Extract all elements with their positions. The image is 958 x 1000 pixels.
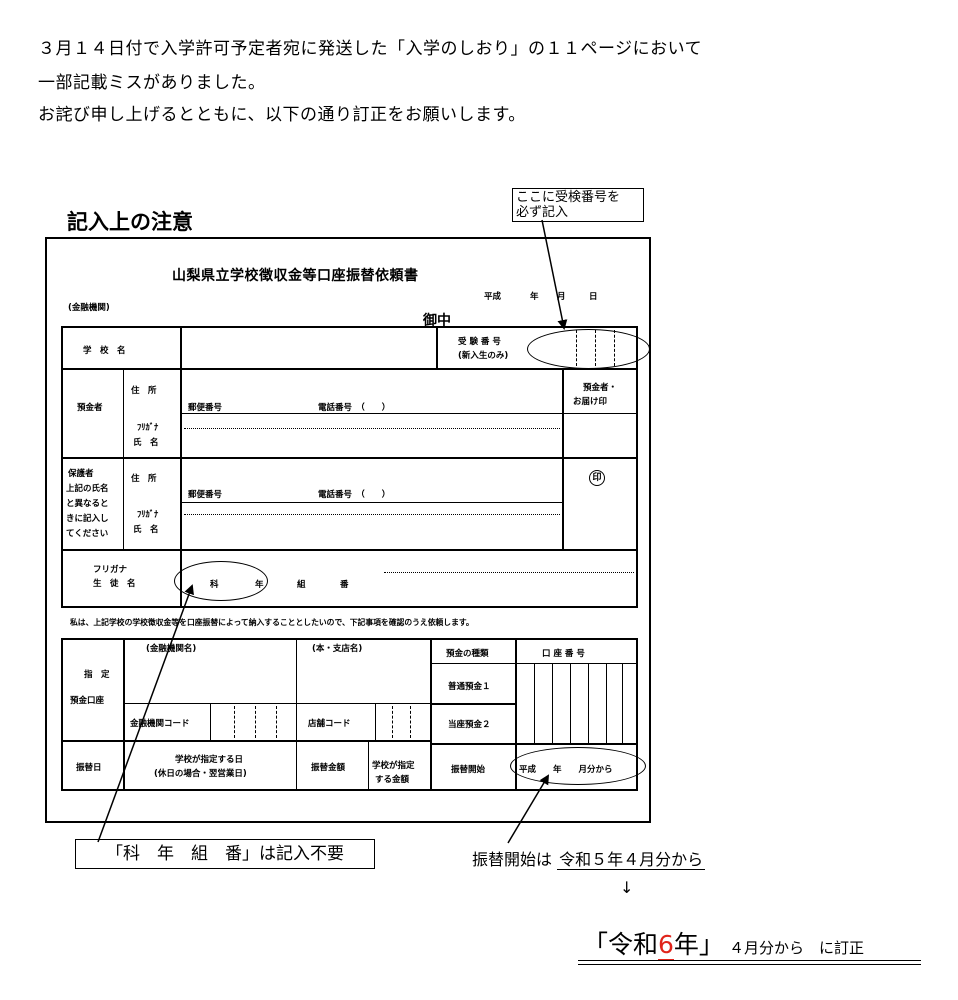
guardian-phone-label: 電話番号 （ ）	[318, 490, 391, 500]
section-title: 記入上の注意	[67, 210, 193, 234]
correction-rest: ４月分から に訂正	[729, 939, 865, 957]
onchu-label: 御中	[423, 313, 451, 329]
date-year: 年	[530, 292, 539, 302]
bank-code-label: 金融機関コード	[130, 719, 190, 729]
transfer-start-label: 振替開始	[451, 765, 486, 775]
student-name-label: 生 徒 名	[93, 579, 136, 589]
transfer-amount-label: 振替金額	[311, 763, 346, 773]
correction-line: 「令和6年」 ４月分から に訂正	[583, 925, 864, 961]
correction-close: 年」	[673, 930, 724, 959]
date-month: 月	[557, 292, 566, 302]
callout-arrow	[541, 219, 568, 330]
class-kumi: 組	[297, 580, 306, 590]
school-amount-label-2: する金額	[375, 775, 410, 785]
transfer-start-old-value: 令和５年４月分から	[557, 850, 706, 870]
form-title: 山梨県立学校徴収金等口座振替依頼書	[172, 268, 419, 284]
down-arrow: ↓	[620, 878, 634, 897]
designated-label-2: 預金口座	[70, 696, 105, 706]
transfer-start-note: 振替開始は 令和５年４月分から	[472, 846, 706, 870]
school-name-label: 学 校 名	[83, 346, 126, 356]
school-day-label-2: (休日の場合・翌営業日)	[154, 769, 247, 779]
request-text: 私は、上記学校の学校徴収金等を口座振替によって納入することとしたいので、下記事項…	[70, 618, 474, 627]
guardian-name-label: 氏 名	[133, 525, 159, 535]
transfer-start-oval	[510, 747, 646, 785]
depositor-phone-label: 電話番号 （ ）	[318, 403, 391, 413]
correction-double-underline	[578, 960, 921, 965]
callout-line-1: ここに受検番号を	[516, 190, 621, 205]
deposit-type-label: 預金の種類	[446, 649, 489, 659]
seal-header-2: お届け印	[573, 397, 608, 407]
bank-label: (金融機関)	[68, 303, 110, 313]
class-not-required-note: 「科 年 組 番」は記入不要	[75, 839, 375, 869]
depositor-label: 預金者	[77, 403, 103, 413]
date-era: 平成	[484, 292, 502, 302]
intro-line-3: お詫び申し上げるとともに、以下の通り訂正をお願いします。	[38, 105, 526, 125]
upper-table	[61, 326, 638, 608]
correction-open: 「令和	[583, 930, 659, 959]
class-ban: 番	[340, 580, 349, 590]
bank-name-label: (金融機関名)	[146, 644, 197, 654]
callout-line-2: 必ず記入	[516, 205, 569, 220]
seal-mark: 印	[589, 470, 605, 486]
intro-line-2: 一部記載ミスがありました。	[38, 73, 266, 93]
guardian-postal-label: 郵便番号	[188, 490, 223, 500]
guardian-label-5: てください	[66, 529, 109, 539]
transfer-day-label: 振替日	[76, 763, 102, 773]
guardian-furigana-label: ﾌﾘｶﾞﾅ	[137, 510, 159, 520]
seal-header-1: 預金者・	[583, 383, 618, 393]
school-amount-label-1: 学校が指定	[372, 761, 415, 771]
class-field-oval	[174, 561, 268, 601]
account-number-label: 口 座 番 号	[542, 649, 585, 659]
depositor-postal-label: 郵便番号	[188, 403, 223, 413]
lower-table	[61, 638, 638, 791]
start-note-arrow	[507, 774, 550, 844]
designated-label-1: 指 定	[84, 670, 110, 680]
branch-code-label: 店舗コード	[308, 719, 351, 729]
exam-number-note: (新入生のみ)	[458, 351, 509, 361]
correction-number: 6	[658, 930, 674, 961]
student-furigana-label: フリガナ	[93, 565, 128, 575]
guardian-address-label: 住 所	[131, 474, 157, 484]
exam-number-callout: ここに受検番号を 必ず記入	[512, 188, 644, 222]
exam-number-label: 受 験 番 号	[458, 337, 501, 347]
depositor-address-label: 住 所	[131, 386, 157, 396]
intro-line-1: ３月１４日付で入学許可予定者宛に発送した「入学のしおり」の１１ページにおいて	[38, 39, 703, 59]
guardian-label-1: 保護者	[68, 469, 94, 479]
ordinary-deposit-label: 普通預金１	[448, 682, 491, 692]
exam-number-oval	[527, 329, 650, 369]
current-deposit-label: 当座預金２	[448, 720, 491, 730]
depositor-furigana-label: ﾌﾘｶﾞﾅ	[137, 423, 159, 433]
class-note-arrow	[97, 584, 194, 843]
form-image-frame	[45, 237, 651, 823]
branch-name-label: (本・支店名)	[312, 644, 363, 654]
guardian-label-2: 上記の氏名	[66, 484, 109, 494]
school-day-label-1: 学校が指定する日	[175, 755, 244, 765]
guardian-label-3: と異なると	[66, 499, 109, 509]
guardian-label-4: きに記入し	[66, 514, 109, 524]
date-day: 日	[589, 292, 598, 302]
transfer-start-prefix: 振替開始は	[472, 850, 553, 869]
depositor-name-label: 氏 名	[133, 438, 159, 448]
